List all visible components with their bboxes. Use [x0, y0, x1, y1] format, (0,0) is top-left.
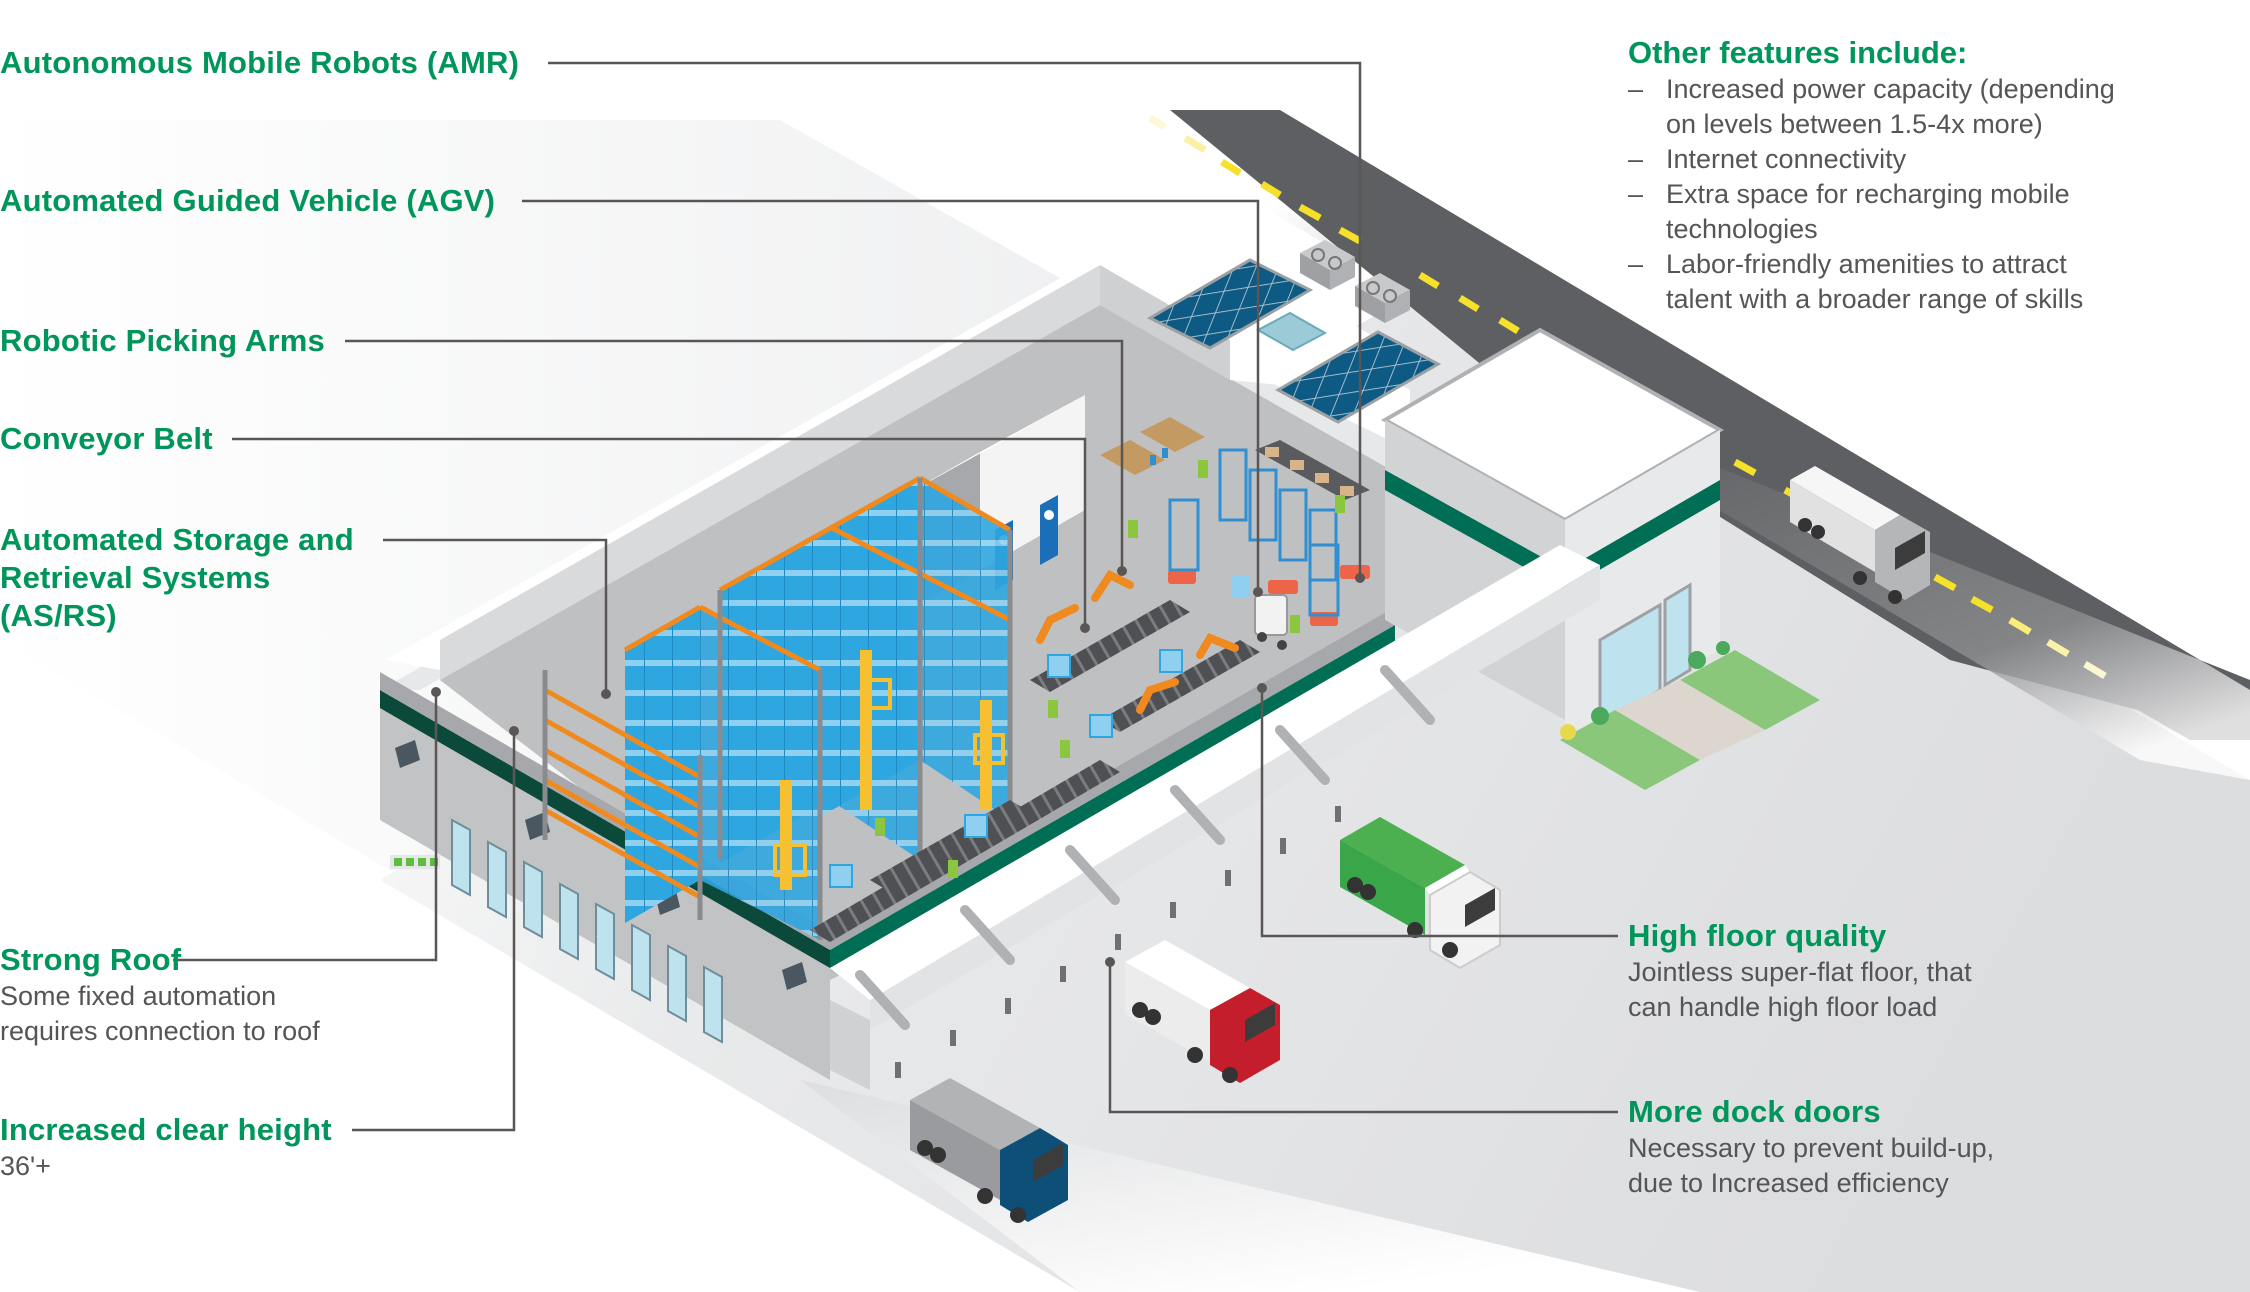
plant-icon: [1560, 641, 1730, 740]
callout-title: More dock doors: [1628, 1094, 1881, 1129]
callout-title-line: Automated Storage and: [0, 522, 354, 557]
restroom-door-icon: [1040, 495, 1058, 565]
hvac-unit-icon: [1300, 240, 1355, 290]
callout-title: Increased clear height: [0, 1112, 332, 1147]
packing-conveyor: [1255, 440, 1370, 500]
bullet-dash: –: [1628, 74, 1644, 104]
feature-line: technologies: [1666, 214, 1818, 244]
lawn: [1560, 650, 1820, 790]
solar-panel-icon: [1146, 258, 1314, 350]
feature-line: Increased power capacity (depending: [1666, 74, 2115, 104]
leader-arms: [345, 339, 1124, 570]
feature-line: talent with a broader range of skills: [1666, 284, 2084, 314]
asrs-racks: [542, 475, 1013, 940]
callout-desc-line: due to Increased efficiency: [1628, 1168, 1949, 1198]
feature-line: Extra space for recharging mobile: [1666, 179, 2070, 209]
conveyor-belt: [810, 600, 1260, 942]
loading-dock: [830, 545, 1600, 1090]
leader-roof: [173, 692, 438, 962]
feature-line: Labor-friendly amenities to attract: [1666, 249, 2067, 279]
leader-asrs: [383, 538, 608, 693]
break-room-furniture: [1100, 417, 1205, 475]
callout-amr: Autonomous Mobile Robots (AMR): [0, 44, 519, 82]
bullet-dash: –: [1628, 249, 1644, 279]
leader-dock: [1108, 960, 1618, 1114]
truck-icon-red: [1125, 940, 1280, 1083]
callout-floor-quality: High floor quality Jointless super-flat …: [1628, 917, 1972, 1025]
feature-line: Internet connectivity: [1666, 144, 1907, 174]
bullet-dash: –: [1628, 179, 1644, 209]
feature-item: – Increased power capacity (depending on…: [1628, 72, 2226, 142]
dock-door: [895, 806, 1341, 1078]
leader-height: [352, 731, 516, 1132]
leader-amr: [548, 61, 1362, 575]
window-row: [451, 818, 723, 1044]
callout-title: Conveyor Belt: [0, 421, 213, 456]
amr-robot-icon: [1168, 565, 1370, 626]
callout-title: Automated Guided Vehicle (AGV): [0, 183, 496, 218]
callout-desc-line: 36'+: [0, 1151, 51, 1181]
leader-lines: [173, 61, 1618, 1132]
feature-item: – Labor-friendly amenities to attract ta…: [1628, 247, 2226, 317]
callout-title: Strong Roof: [0, 942, 182, 977]
callout-conveyor-belt: Conveyor Belt: [0, 420, 213, 458]
worker-icon: [875, 460, 1345, 878]
feature-item: – Internet connectivity: [1628, 142, 2226, 177]
leader-floor: [1260, 690, 1618, 938]
leader-agv: [522, 199, 1260, 590]
truck-icon-white: [1790, 466, 1930, 604]
callout-robotic-arms: Robotic Picking Arms: [0, 322, 325, 360]
callout-title: High floor quality: [1628, 918, 1887, 953]
callout-asrs: Automated Storage and Retrieval Systems …: [0, 521, 354, 635]
callout-desc-line: can handle high floor load: [1628, 992, 1938, 1022]
electrical-panel-icon: [390, 855, 440, 869]
stacker-crane: [773, 650, 1005, 890]
callout-strong-roof: Strong Roof Some fixed automation requir…: [0, 941, 320, 1049]
other-features: Other features include: – Increased powe…: [1628, 34, 2226, 317]
feature-line: on levels between 1.5-4x more): [1666, 109, 2043, 139]
callout-title-line: Retrieval Systems: [0, 560, 271, 595]
bullet-dash: –: [1628, 144, 1644, 174]
truck-icon-blue: [910, 1078, 1068, 1223]
skylight-icon: [1255, 311, 1328, 352]
roof-equipment: [1100, 220, 1442, 424]
feature-item: – Extra space for recharging mobile tech…: [1628, 177, 2226, 247]
truck-icon-green: [1340, 817, 1501, 970]
callout-dock-doors: More dock doors Necessary to prevent bui…: [1628, 1093, 1994, 1201]
hvac-unit-icon: [1355, 273, 1410, 323]
shelving-icon: [1168, 448, 1340, 617]
features-list: – Increased power capacity (depending on…: [1628, 72, 2226, 317]
callout-agv: Automated Guided Vehicle (AGV): [0, 182, 495, 220]
features-title: Other features include:: [1628, 35, 1968, 70]
leader-conveyor: [232, 437, 1087, 625]
callout-desc-line: Jointless super-flat floor, that: [1628, 957, 1972, 987]
callout-title: Robotic Picking Arms: [0, 323, 325, 358]
leader-dots: [431, 566, 1365, 967]
callout-title-line: (AS/RS): [0, 598, 117, 633]
callout-title: Autonomous Mobile Robots (AMR): [0, 45, 520, 80]
callout-desc-line: Some fixed automation: [0, 981, 277, 1011]
robot-arm-icon: [1036, 569, 1239, 714]
callout-desc-line: requires connection to roof: [0, 1016, 320, 1046]
forklift-agv-icon: [1232, 575, 1288, 650]
solar-panel-icon: [1274, 330, 1442, 424]
callout-desc-line: Necessary to prevent build-up,: [1628, 1133, 1995, 1163]
callout-clear-height: Increased clear height 36'+: [0, 1111, 332, 1184]
